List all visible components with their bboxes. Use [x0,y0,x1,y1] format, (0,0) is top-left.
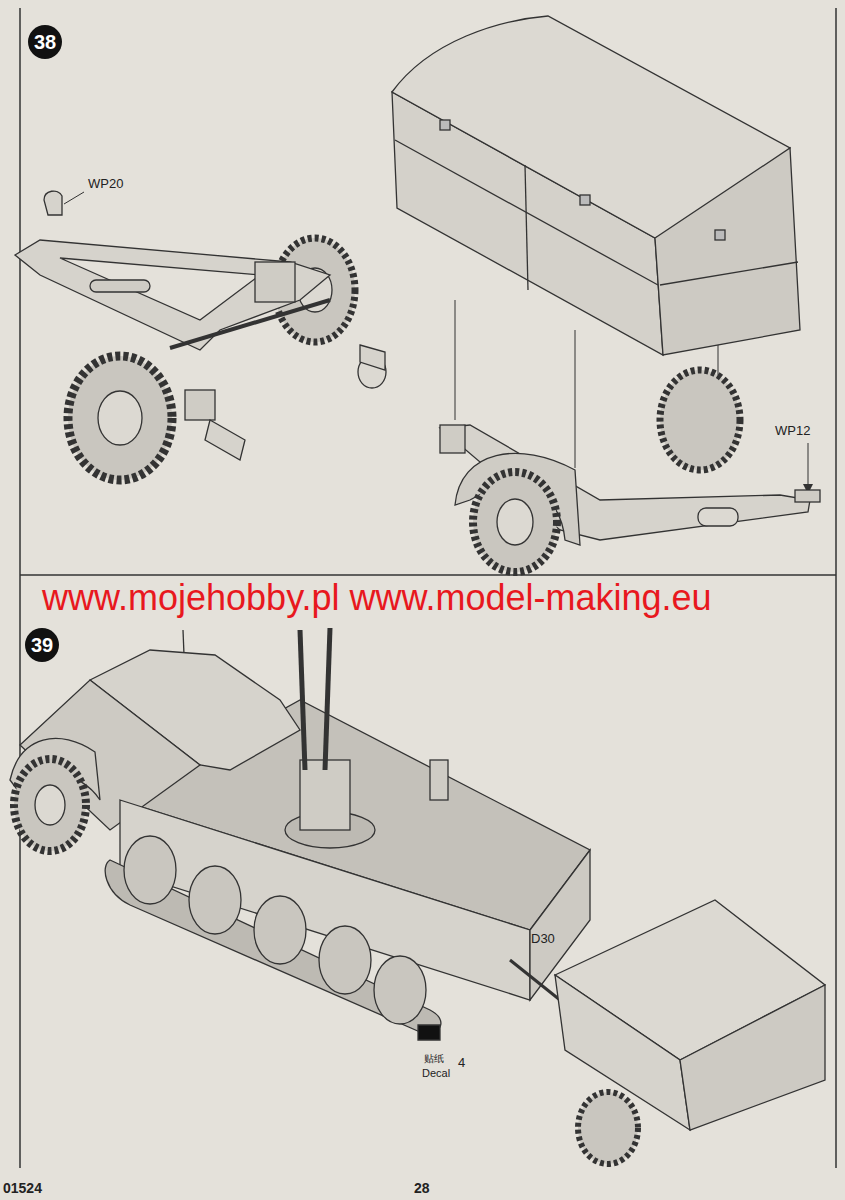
trailer-chassis [440,425,465,453]
trailer-chassis [44,191,62,215]
leader-line [808,443,809,486]
trailer-canopy [395,140,658,285]
trailer-chassis [473,472,557,572]
part-number: D30 [531,932,555,946]
trailer-chassis [698,508,738,526]
step-number: 38 [28,25,62,59]
watermark: www.mojehobby.pl www.model-making.eu [42,580,712,616]
halftrack [325,628,330,770]
panel-frame [835,8,837,1168]
trailer-chassis [15,240,330,350]
trailer-chassis [90,280,150,292]
trailer-chassis [205,420,245,460]
step-number-text: 38 [34,31,56,54]
halftrack [319,926,371,994]
halftrack [510,960,560,1000]
halftrack [254,896,306,964]
halftrack [374,956,426,1024]
halftrack [14,759,86,851]
step-number-text: 39 [31,634,53,657]
trailer-canopy [715,230,725,240]
halftrack [35,785,65,825]
leader-line [455,300,456,420]
part-number: WP12 [775,424,810,438]
trailer-chassis [170,300,330,348]
trailer-canopy [580,195,590,205]
part-number: WP20 [88,177,123,191]
leader-line [575,330,576,468]
halftrack [124,836,176,904]
trailer-canopy [525,165,528,290]
trailer-canopy [660,262,798,285]
trailer-chassis [15,191,386,480]
halftrack [300,760,350,830]
halftrack [578,1092,638,1164]
panel-frame [20,574,836,576]
decal-label: 贴纸 [424,1053,444,1064]
panel-frame [19,8,21,1168]
trailer-chassis [360,345,385,370]
trailer-canopy [440,120,450,130]
decal-number: 4 [458,1056,465,1070]
halftrack [680,985,825,1130]
halftrack [418,1025,440,1040]
trailer-chassis [795,490,820,502]
halftrack [10,628,825,1164]
decal-label: Decal [422,1067,450,1079]
leader-line [64,192,84,204]
trailer-chassis [660,370,740,470]
trailer-chassis [60,258,260,320]
trailer-chassis [497,499,533,545]
trailer-chassis [440,370,820,572]
trailer-chassis [255,262,295,302]
trailer-chassis [68,356,172,480]
halftrack [430,760,448,800]
trailer-chassis [185,390,215,420]
step-number: 39 [25,628,59,662]
page-number: 28 [414,1181,430,1196]
trailer-canopy [392,16,800,355]
halftrack [189,866,241,934]
trailer-canopy [655,148,800,355]
panel-frame [20,8,836,1168]
page-code: 01524 [3,1181,42,1196]
trailer-chassis [98,391,142,445]
halftrack [300,630,305,770]
